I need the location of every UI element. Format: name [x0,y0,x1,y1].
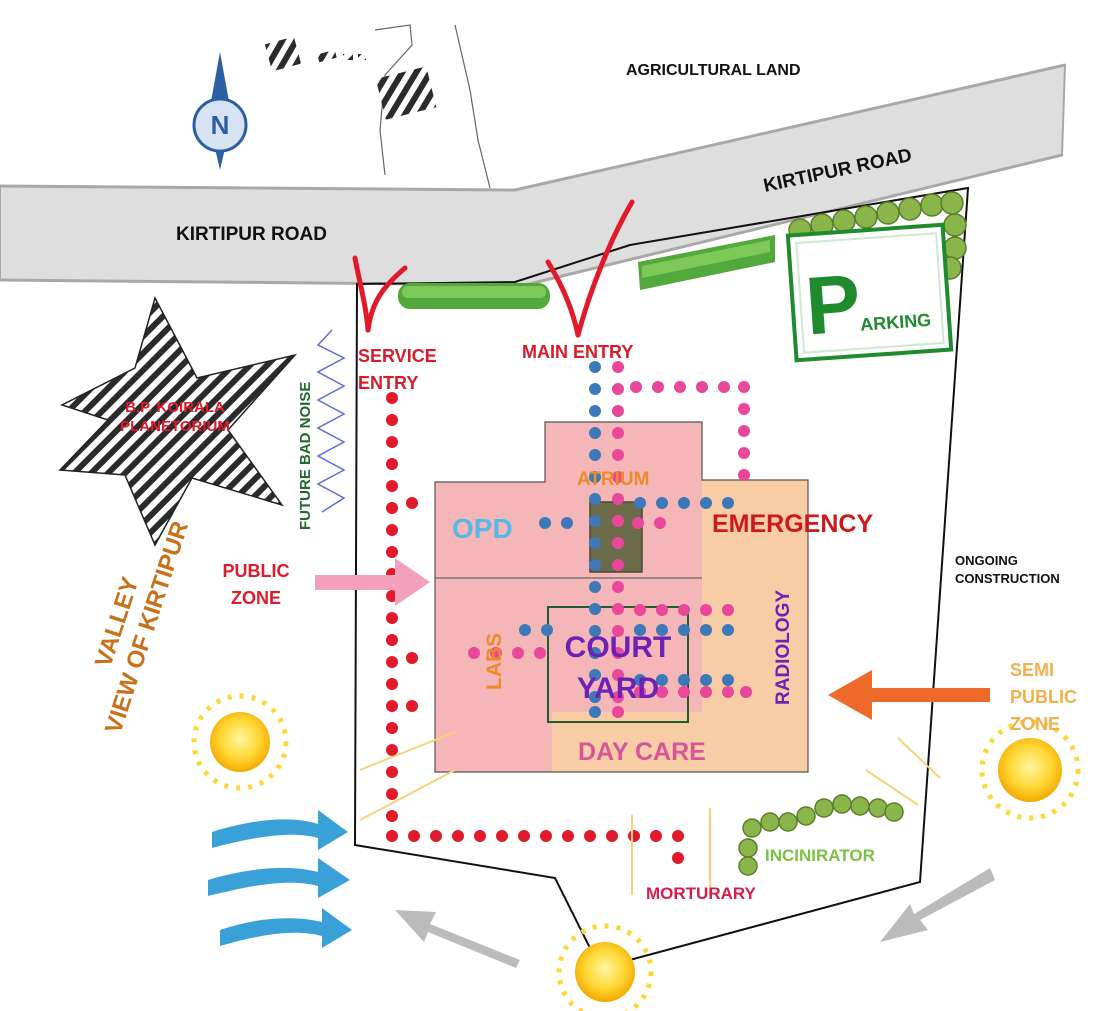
building-footprint [434,421,809,773]
wind-arrow-icon [208,810,995,968]
sun-rays [359,731,941,895]
patient-path [468,361,752,718]
day-care-label: DAY CARE [578,738,706,766]
agricultural-land-label: AGRICULTURAL LAND [626,62,801,79]
public-zone-arrow-icon [315,558,430,606]
incinirator-trees-icon [738,794,904,876]
noise-wave-icon [316,329,346,513]
agricultural-plots [374,24,491,189]
parking-letter: P [803,258,864,353]
hatched-buildings [264,36,437,120]
main-entry-label: MAIN ENTRY [522,342,633,362]
entry-arrow-icon [352,199,635,338]
north-label: N [211,110,230,140]
sun-icon [556,923,654,1011]
radiology-label: RADIOLOGY [773,590,794,705]
view-valley-label: VIEW OF KIRTIPURVALLEY [71,509,194,737]
staff-path [519,361,734,718]
incinirator-label: INCINIRATOR [765,846,875,865]
emergency-label: EMERGENCY [712,510,873,538]
hedge-icon [398,235,775,309]
future-noise-label: FUTURE BAD NOISE [297,382,314,530]
planetorium-icon [58,295,298,547]
sun-icon [979,719,1081,821]
morturary-label: MORTURARY [646,884,757,903]
labs-label: LABS [483,633,506,690]
sun-icon [191,693,289,791]
north-compass-icon: N [192,52,248,170]
parking-label: ARKING [860,310,932,335]
opd-label: OPD [452,513,513,544]
service-path [386,392,684,864]
atrium-label: ATRIUM [577,469,649,490]
semi-public-zone-arrow-icon [828,670,990,720]
road-label-left: KIRTIPUR ROAD [176,224,327,245]
parking-sign-icon: P ARKING [785,222,954,363]
